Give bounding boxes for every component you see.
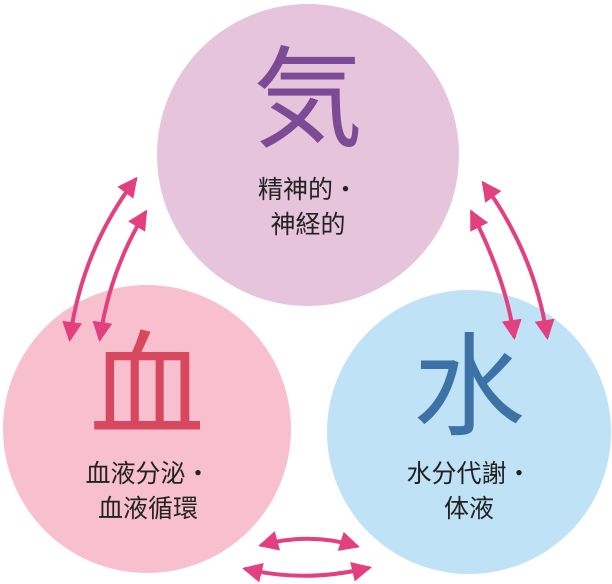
sui-description: 水分代謝・ 体液 <box>369 456 569 526</box>
ketsu-symbol: 血 <box>89 320 205 454</box>
ki-description-line: 神経的 <box>270 210 346 239</box>
ki-circle <box>157 4 459 306</box>
ketsu-sui-arrow <box>242 561 372 583</box>
ki-ketsu-arrow <box>92 209 148 342</box>
ki-description: 精神的・ 神経的 <box>218 172 398 242</box>
sui-symbol: 水 <box>413 323 525 453</box>
ki-sui-arrow <box>481 180 555 340</box>
ketsu-sui-arrow <box>258 531 360 551</box>
ki-ketsu-arrow <box>62 176 138 342</box>
sui-description-line: 体液 <box>443 494 494 523</box>
sui-description-line: 水分代謝・ <box>406 459 532 488</box>
ketsu-description-line: 血液分泌・ <box>85 459 211 488</box>
sui-circle <box>327 290 611 574</box>
ki-symbol: 気 <box>253 36 363 164</box>
ki-sui-arrow <box>470 209 522 340</box>
ki-description-line: 精神的・ <box>257 175 358 204</box>
ketsu-description-line: 血液循環 <box>97 494 198 523</box>
ketsu-description: 血液分泌・ 血液循環 <box>48 456 248 526</box>
